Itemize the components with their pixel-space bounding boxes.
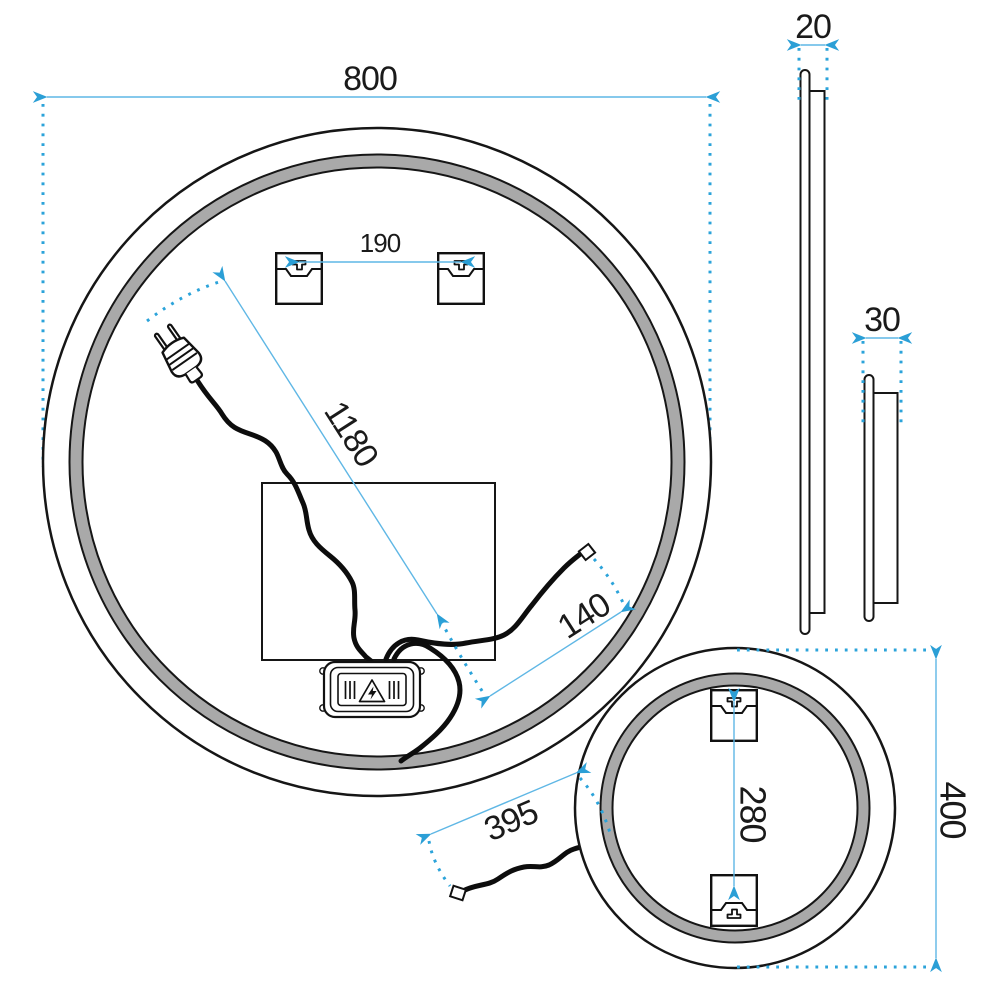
dim-small-cable-length-label: 395 (479, 793, 543, 849)
high-voltage-warning-icon (358, 679, 386, 703)
dim-main-diameter-label: 800 (343, 60, 397, 98)
dim-main-depth: 20 (786, 8, 840, 101)
cable-connector (577, 542, 597, 562)
dim-small-bracket-spacing: 280 (728, 687, 774, 901)
dim-main-depth-label: 20 (795, 8, 831, 46)
dim-bracket-spacing: 190 (284, 228, 476, 268)
driver-bars-icon (344, 681, 400, 699)
dim-main-diameter: 800 (32, 60, 721, 103)
led-feed-cable-loop (391, 640, 463, 764)
dim-800-extension-lines (41, 104, 712, 467)
led-driver-box (319, 660, 425, 719)
mounting-bracket-right (436, 251, 486, 305)
power-plug-icon (153, 323, 204, 384)
side-view-small-mirror (863, 374, 899, 622)
mounting-bracket-left (274, 251, 324, 305)
dim-small-depth-label: 30 (864, 301, 900, 339)
large-led-ring (70, 155, 684, 769)
dim-bracket-spacing-label: 190 (360, 228, 401, 258)
cable-connector-small (448, 884, 468, 902)
dim-small-depth: 30 (851, 301, 913, 429)
dim-small-bracket-spacing-label: 280 (733, 785, 774, 842)
dim-small-diameter: 400 (737, 644, 974, 973)
small-led-ring (601, 674, 869, 942)
side-view-large-mirror (799, 69, 826, 635)
dim-small-diameter-label: 400 (933, 781, 974, 838)
